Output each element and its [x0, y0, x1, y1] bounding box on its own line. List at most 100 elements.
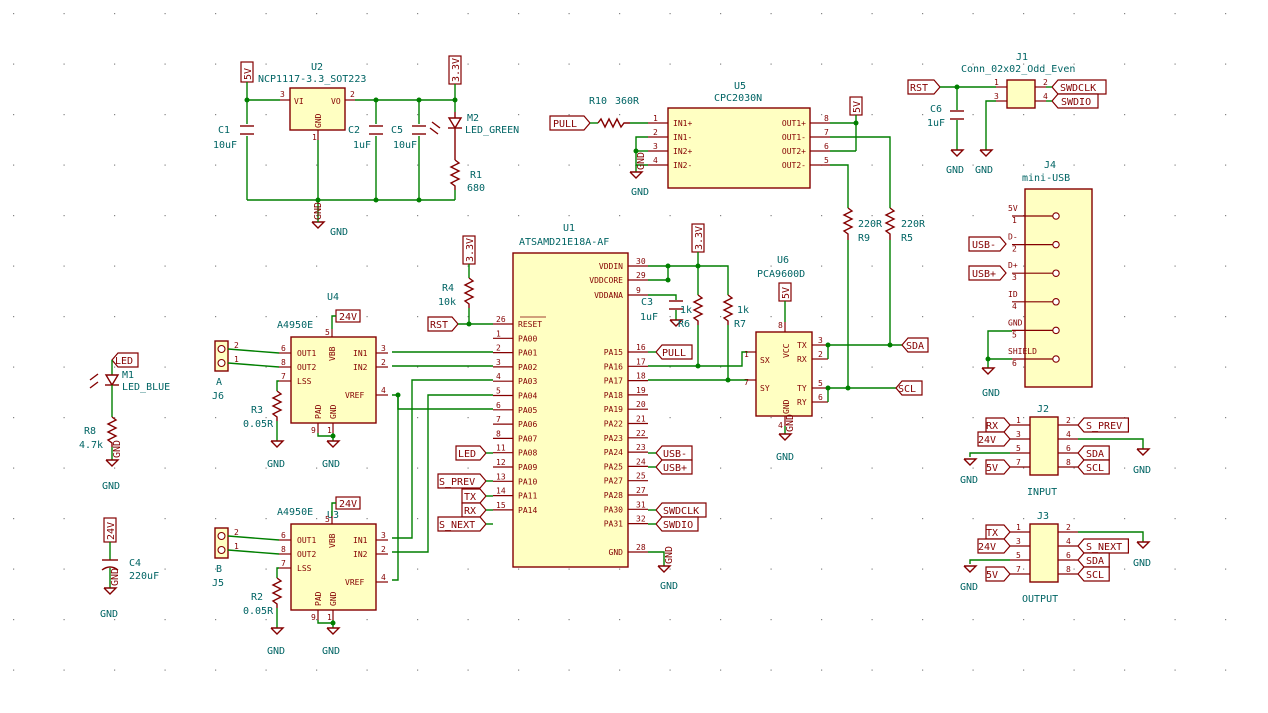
- grid-dot: [1124, 316, 1126, 318]
- grid-dot: [669, 316, 671, 318]
- pin-name: PA11: [518, 492, 537, 501]
- ref-designator: M1: [122, 370, 134, 381]
- pin-name: RY: [797, 398, 807, 407]
- grid-dot: [316, 669, 318, 671]
- pin-name: VO: [331, 97, 341, 106]
- grid-dot: [164, 467, 166, 469]
- grid-dot: [164, 619, 166, 621]
- grid-dot: [669, 366, 671, 368]
- grid-dot: [871, 265, 873, 267]
- part-value: NCP1117-3.3_SOT223: [258, 74, 366, 85]
- grid-dot: [316, 265, 318, 267]
- pin-number: 7: [281, 372, 286, 381]
- grid-dot: [215, 265, 217, 267]
- ref-designator: R10: [589, 96, 607, 107]
- pin-socket: [1052, 212, 1060, 220]
- grid-dot: [568, 63, 570, 65]
- net-flag: [1077, 566, 1110, 582]
- pin-name: PA06: [518, 420, 537, 429]
- pin-number: 2: [1012, 245, 1017, 254]
- grid-dot: [871, 366, 873, 368]
- grid-dot: [821, 366, 823, 368]
- pin-name: SHIELD: [1008, 347, 1037, 356]
- grid-dot: [922, 568, 924, 570]
- grid-dot: [63, 215, 65, 217]
- pin-number: 2: [234, 341, 239, 350]
- svg-text:GND: GND: [636, 152, 647, 170]
- grid-dot: [114, 114, 116, 116]
- net-flag: [977, 538, 1011, 554]
- pin-number: 1: [1012, 216, 1017, 225]
- grid-dot: [1174, 467, 1176, 469]
- grid-dot: [366, 164, 368, 166]
- grid-dot: [467, 13, 469, 15]
- pin-number: 2: [234, 528, 239, 537]
- grid-dot: [265, 114, 267, 116]
- grid-dot: [467, 669, 469, 671]
- pin-number: 6: [281, 531, 286, 540]
- pin-name: IN2: [353, 363, 368, 372]
- pin-name: PA01: [518, 349, 537, 358]
- pin-number: 5: [325, 328, 330, 337]
- grid-dot: [63, 63, 65, 65]
- grid-dot: [770, 265, 772, 267]
- grid-dot: [922, 215, 924, 217]
- grid-dot: [518, 114, 520, 116]
- svg-text:GND: GND: [785, 414, 796, 432]
- net-label: USB+: [663, 463, 687, 474]
- grid-dot: [770, 467, 772, 469]
- ref-designator: R7: [734, 319, 746, 330]
- grid-dot: [114, 366, 116, 368]
- grid-dot: [518, 669, 520, 671]
- pin-number: 4: [1066, 537, 1071, 546]
- pin-name: PA03: [518, 377, 537, 386]
- grid-dot: [619, 114, 621, 116]
- led-m2: M2 LED_GREEN: [429, 112, 519, 160]
- grid-dot: [114, 13, 116, 15]
- ground-symbol: [1136, 541, 1151, 549]
- pin-name: GND: [329, 404, 338, 419]
- grid-dot: [114, 215, 116, 217]
- pin-number: 8: [496, 429, 501, 438]
- pin-number: 1: [312, 133, 317, 142]
- grid-dot: [821, 669, 823, 671]
- grid-dot: [922, 366, 924, 368]
- pin-number: 4: [381, 573, 386, 582]
- grid-dot: [619, 13, 621, 15]
- pin-number: 11: [496, 444, 506, 453]
- u1-body: [512, 252, 629, 568]
- grid-dot: [669, 568, 671, 570]
- pin-number: 25: [636, 472, 646, 481]
- pin-number: 15: [496, 501, 506, 510]
- grid-dot: [366, 215, 368, 217]
- net-label: GND: [776, 452, 794, 463]
- pin-name: OUT1: [297, 536, 316, 545]
- wire: [331, 502, 336, 516]
- grid-dot: [1174, 316, 1176, 318]
- grid-dot: [770, 13, 772, 15]
- grid-dot: [922, 669, 924, 671]
- ground-symbol: [326, 627, 341, 635]
- net-label: GND: [660, 581, 678, 592]
- grid-dot: [720, 518, 722, 520]
- grid-dot: [1225, 467, 1227, 469]
- grid-dot: [568, 114, 570, 116]
- grid-dot: [467, 265, 469, 267]
- grid-dot: [922, 518, 924, 520]
- grid-dot: [417, 568, 419, 570]
- ground-symbol: [326, 440, 341, 448]
- ref-designator: R6: [678, 319, 690, 330]
- grid-dot: [417, 316, 419, 318]
- net-label: 3.3V: [451, 58, 462, 82]
- grid-dot: [568, 568, 570, 570]
- net-label: GND: [631, 187, 649, 198]
- pin-name: VREF: [345, 391, 364, 400]
- ref-designator: U4: [327, 292, 339, 303]
- grid-dot: [467, 215, 469, 217]
- power-flag-3v3: 3.3V: [448, 55, 462, 100]
- net-label: S_PREV: [1086, 421, 1122, 432]
- grid-dot: [922, 619, 924, 621]
- grid-dot: [417, 518, 419, 520]
- pin-number: 2: [381, 545, 386, 554]
- pin-name: TX: [797, 341, 807, 350]
